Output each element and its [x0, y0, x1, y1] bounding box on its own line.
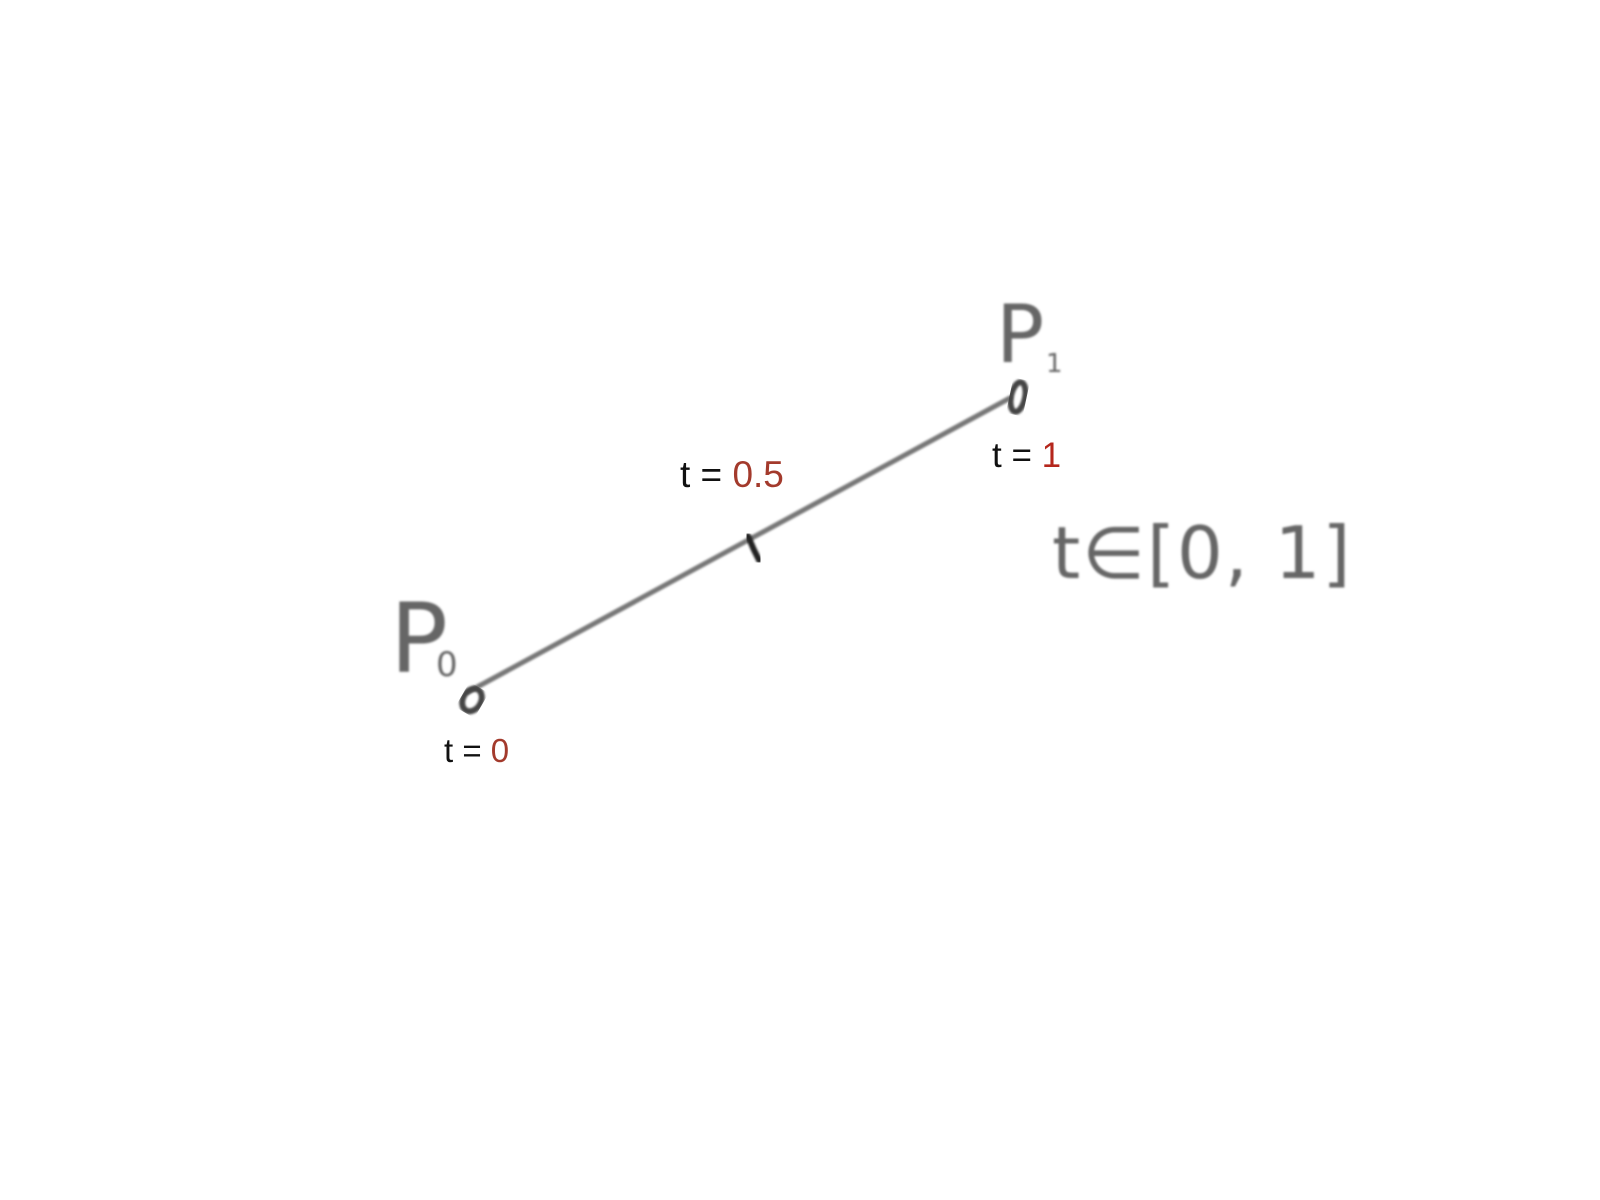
param-label-t0-prefix: t =	[444, 732, 491, 769]
param-label-t1-prefix: t =	[992, 436, 1042, 475]
param-label-t0-value: 0	[490, 732, 510, 769]
point-p0-letter: P	[390, 583, 448, 695]
point-p0-label: P 0	[390, 583, 458, 695]
interval-note: t∈[0, 1]	[1052, 511, 1353, 595]
point-p0-subscript: 0	[436, 645, 458, 685]
point-p1-label: P 1	[996, 288, 1063, 381]
point-p0-marker	[459, 685, 485, 715]
param-label-t1: t = 1	[992, 438, 1061, 473]
point-p1-letter: P	[996, 288, 1044, 381]
line-segment	[465, 395, 1013, 695]
param-label-t1-value: 1	[1041, 436, 1062, 475]
param-label-tmid-value: 0.5	[732, 454, 784, 495]
param-label-tmid-prefix: t =	[680, 454, 733, 495]
point-p1-subscript: 1	[1046, 349, 1063, 379]
point-p1-marker	[1007, 379, 1029, 415]
param-label-t0: t = 0	[444, 734, 509, 767]
param-label-tmid: t = 0.5	[680, 456, 784, 493]
midpoint-tick	[745, 533, 762, 563]
